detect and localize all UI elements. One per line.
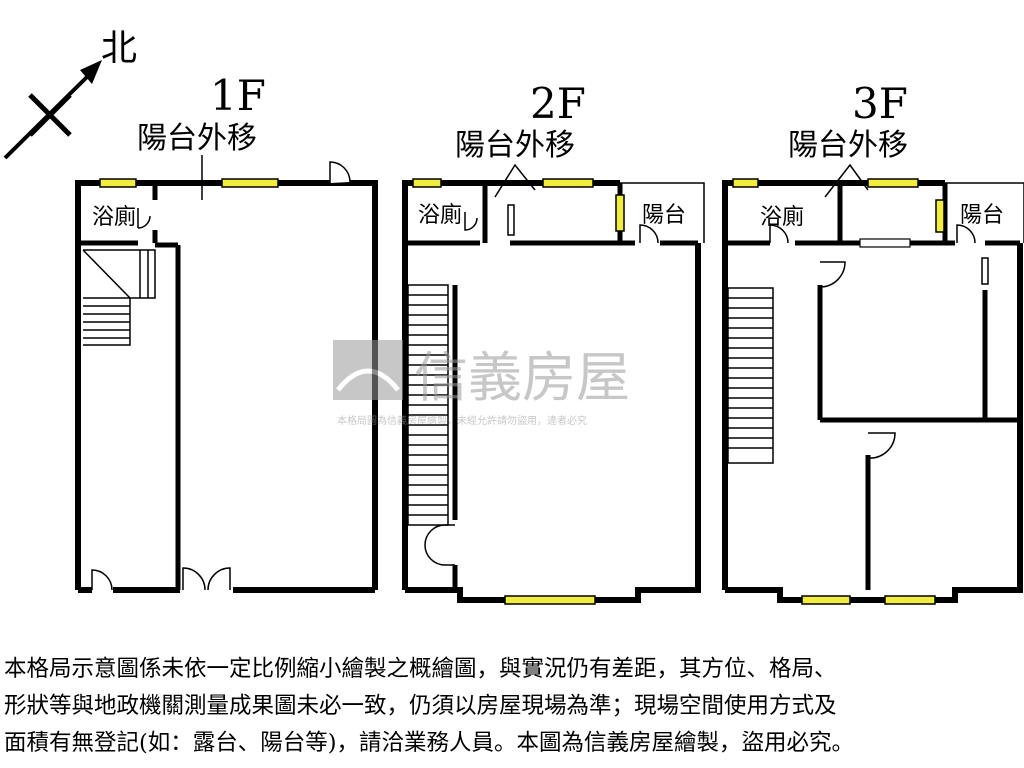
floor-3f: 3F 陽台外移 <box>722 79 1024 605</box>
floor-1f-title: 1F <box>210 71 266 120</box>
floor-3f-room-sliding-door-icon <box>981 257 989 285</box>
floor-2f-title: 2F <box>530 79 586 128</box>
floor-3f-room-door-icon-2 <box>867 432 896 459</box>
floor-2f-balcony-door-icon <box>639 224 659 244</box>
compass-north-label: 北 <box>101 28 137 69</box>
floor-2f-room-bath: 浴廁 <box>418 203 462 228</box>
floor-2f-stairs <box>407 284 449 526</box>
floor-3f-window-3 <box>935 199 945 233</box>
floor-3f-window-5 <box>884 595 936 605</box>
floor-3f-balcony-outline <box>945 182 1024 243</box>
floor-3f-sliding-door-icon <box>859 238 911 248</box>
floor-3f-bath-door-icon <box>769 224 789 244</box>
floor-1f: 1F 陽台外移 浴廁 <box>75 71 378 593</box>
floor-3f-room-bath: 浴廁 <box>760 205 804 230</box>
floor-1f-main-door-icon <box>182 567 231 591</box>
floor-2f: 2F 陽台外移 <box>402 79 705 605</box>
watermark-notice: 本格局圖為信義房屋繪製，未經允許請勿盜用，違者必究 <box>337 414 587 427</box>
compass-arrow-icon <box>80 60 102 84</box>
compass-north-line <box>3 70 94 160</box>
floor-3f-window-4 <box>801 595 851 605</box>
floor-2f-window-3 <box>615 194 625 232</box>
floor-3f-window-2 <box>867 178 919 188</box>
floor-3f-balcony-door-icon <box>956 224 976 244</box>
floor-2f-balcony-outline <box>620 182 705 243</box>
floor-2f-window-1 <box>412 178 442 188</box>
floor-3f-room-door-icon-1 <box>819 261 846 288</box>
disclaimer-line-2: 形狀等與地政機關測量成果圖未必一致，仍須以房屋現場為準；現場空間使用方式及 <box>4 693 837 719</box>
floor-2f-window-4 <box>504 595 596 605</box>
floor-1f-room-bath: 浴廁 <box>92 205 136 230</box>
floor-2f-note: 陽台外移 <box>455 128 575 163</box>
floor-2f-outer-wall-bottom <box>405 243 701 603</box>
floor-1f-window-2 <box>221 178 279 188</box>
floor-3f-room-balcony: 陽台 <box>960 203 1004 228</box>
floor-1f-note: 陽台外移 <box>137 121 257 156</box>
disclaimer-line-1: 本格局示意圖係未依一定比例縮小繪製之概繪圖，與實況仍有差距，其方位、格局、 <box>4 656 837 682</box>
floor-1f-bath-door-icon <box>137 208 151 229</box>
floor-2f-sliding-door-icon <box>507 204 515 236</box>
floor-1f-side-door-icon <box>91 569 113 591</box>
floor-3f-window-1 <box>732 178 759 188</box>
compass: 北 <box>3 28 137 160</box>
floor-2f-room-balcony: 陽台 <box>642 203 686 228</box>
floor-1f-window-1 <box>99 178 137 188</box>
floor-2f-window-2 <box>542 178 594 188</box>
watermark-logo-roof-icon <box>336 368 400 392</box>
disclaimer-line-3: 面積有無登記(如：露台、陽台等)，請洽業務人員。本圖為信義房屋繪製，盜用必究。 <box>4 730 855 756</box>
floor-plan-drawing: 北 1F 陽台外移 <box>3 28 1024 605</box>
floor-1f-stairs <box>82 249 156 346</box>
watermark: 信義房屋 本格局圖為信義房屋繪製，未經允許請勿盜用，違者必究 <box>333 340 630 427</box>
floor-3f-outer-wall-bottom <box>725 243 1023 603</box>
floor-1f-balcony-door-icon <box>329 161 351 183</box>
floor-2f-stair-door-icon <box>424 524 455 566</box>
floor-2f-bath-door-icon <box>464 212 478 231</box>
disclaimer: 本格局示意圖係未依一定比例縮小繪製之概繪圖，與實況仍有差距，其方位、格局、 形狀… <box>4 651 1020 762</box>
floor-3f-title: 3F <box>852 79 908 128</box>
floor-3f-stairs <box>727 287 774 464</box>
floor-3f-note: 陽台外移 <box>788 128 908 163</box>
watermark-brand: 信義房屋 <box>414 346 630 409</box>
